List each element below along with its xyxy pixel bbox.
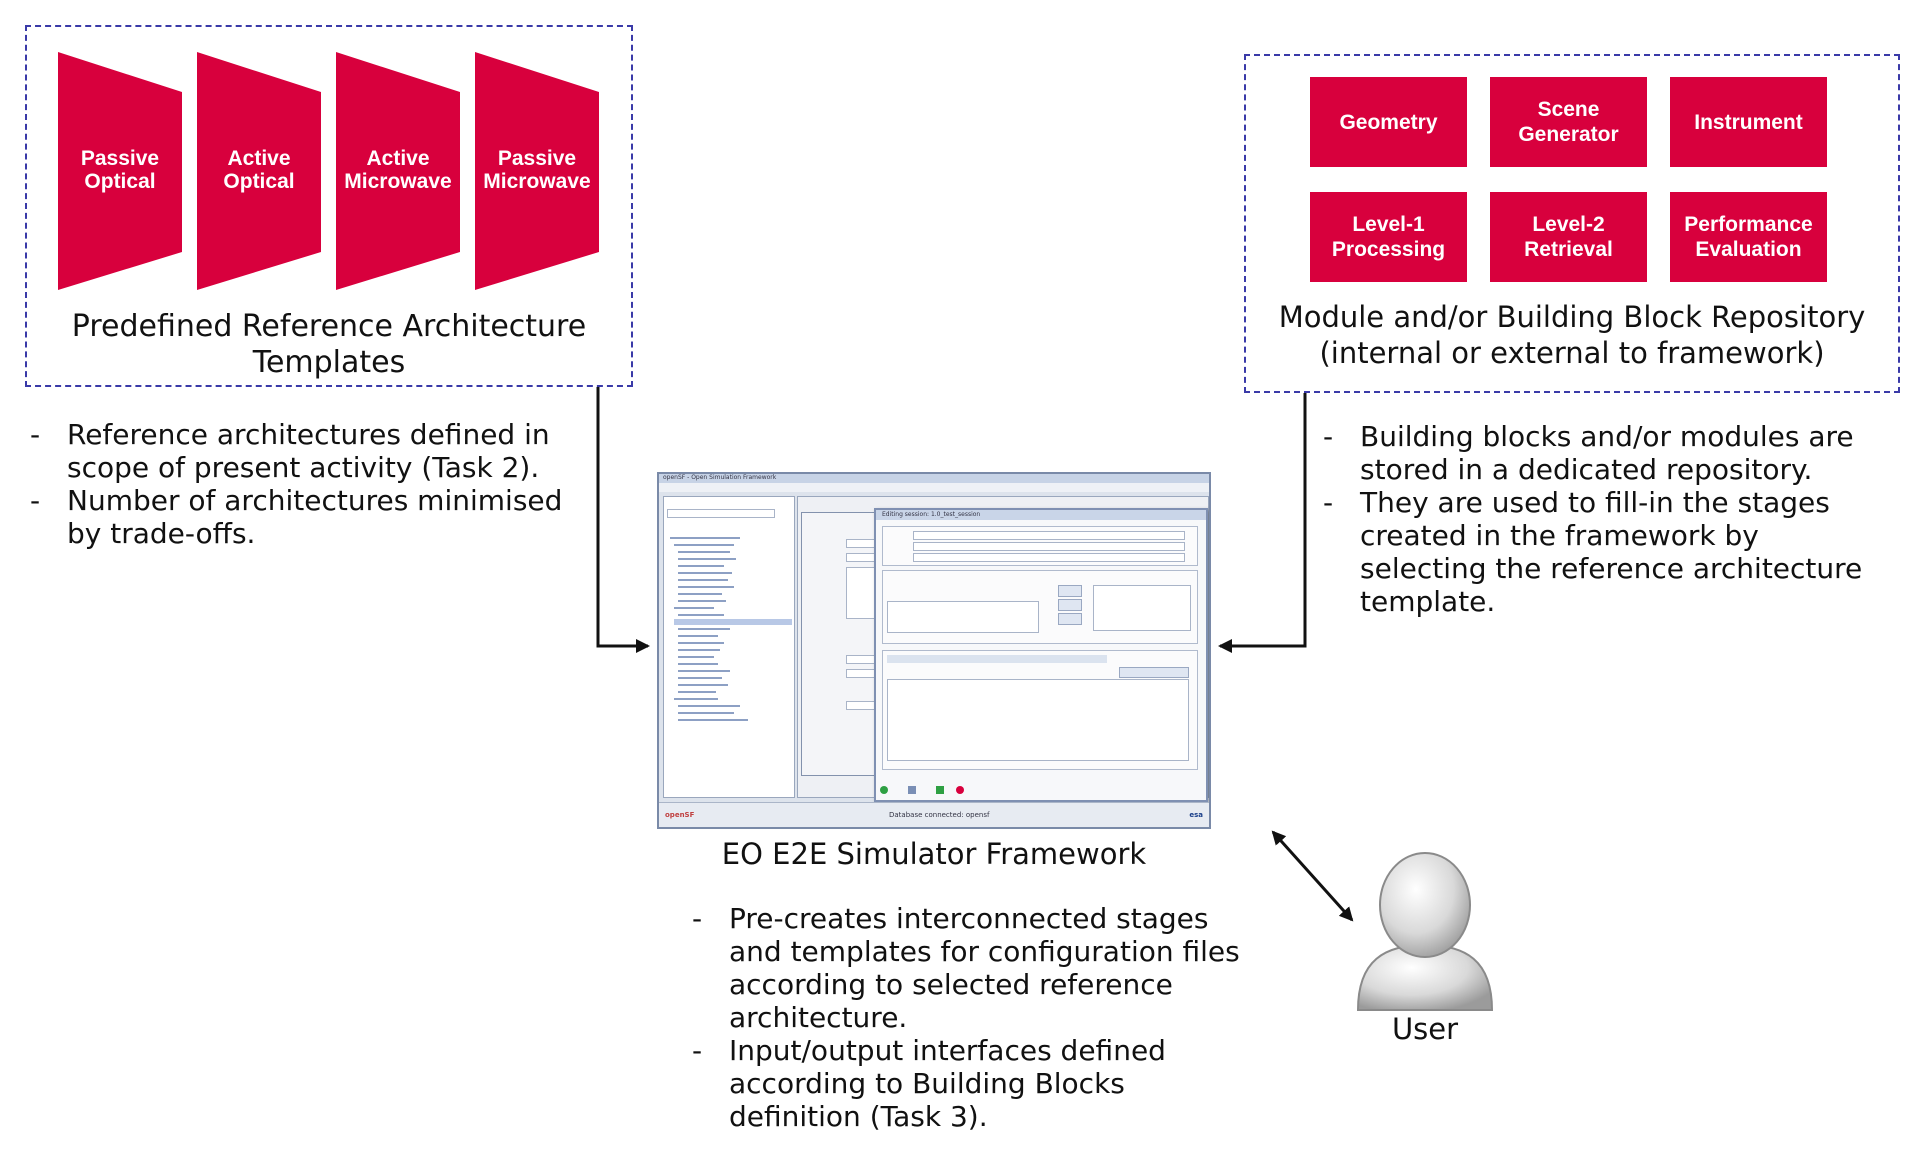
dialog-titlebar: Editing session: 1.0_test_session (876, 510, 1206, 520)
template-active-optical-shape (197, 52, 321, 290)
templates-bullets: Reference architectures defined inscope … (30, 418, 590, 550)
dialog-field (913, 542, 1185, 551)
template-passive-microwave-shape (475, 52, 599, 290)
dialog-group-parameters (882, 650, 1198, 770)
tree-line (674, 544, 734, 546)
repository-bullet-1: Building blocks and/or modules arestored… (1323, 420, 1903, 486)
screenshot-statusbar: openSF Database connected: opensf esa (659, 802, 1209, 827)
tree-line (674, 698, 718, 700)
screenshot-front-dialog: Editing session: 1.0_test_session (874, 508, 1208, 802)
dialog-field (1093, 585, 1191, 631)
tree-line (678, 586, 734, 588)
tree-line (678, 663, 718, 665)
dialog-field (913, 553, 1185, 562)
repository-bullets: Building blocks and/or modules arestored… (1323, 420, 1903, 618)
template-active-microwave-shape (336, 52, 460, 290)
templates-bullet-1: Reference architectures defined inscope … (30, 418, 590, 484)
tree-line (678, 600, 726, 602)
tree-line (678, 677, 722, 679)
module-geometry: Geometry (1310, 77, 1467, 167)
repository-group-box (1244, 54, 1900, 393)
tree-line (678, 551, 730, 553)
screenshot-dialog-title: Editing session: 1.0_test_session (882, 511, 981, 518)
cancel-icon (956, 786, 964, 794)
screenshot-search-field (667, 509, 775, 518)
framework-bullet-2: Input/output interfaces definedaccording… (692, 1034, 1272, 1133)
tree-line (678, 649, 720, 651)
tree-line (678, 705, 740, 707)
tree-line (674, 607, 714, 609)
repository-caption: Module and/or Building Block Repository … (1278, 300, 1866, 370)
dialog-footer-buttons (880, 784, 1000, 796)
screenshot-menubar (659, 483, 1209, 492)
module-instrument: Instrument (1670, 77, 1827, 167)
tree-line (678, 558, 736, 560)
tree-selected-row (674, 619, 792, 625)
dialog-field (887, 601, 1039, 633)
tree-line (678, 628, 730, 630)
tree-line (678, 712, 734, 714)
tree-line (678, 614, 724, 616)
dialog-btn (1119, 667, 1189, 678)
tree-line (678, 719, 748, 721)
framework-screenshot: openSF - Open Simulation Framework (657, 472, 1211, 829)
tree-line (678, 691, 716, 693)
user-label: User (1391, 1012, 1459, 1046)
save-icon (908, 786, 916, 794)
tree-line (678, 635, 718, 637)
screenshot-status-text: Database connected: opensf (889, 811, 990, 819)
accept-icon (880, 786, 888, 794)
dialog-field (887, 679, 1189, 761)
framework-caption: EO E2E Simulator Framework (721, 837, 1147, 871)
dialog-field (913, 531, 1185, 540)
tree-line (670, 537, 740, 539)
tree-line (678, 670, 730, 672)
screenshot-right-brand: esa (1189, 811, 1203, 819)
user-framework-double-arrow (1271, 830, 1354, 922)
tree-line (678, 572, 732, 574)
screenshot-tree-panel (663, 496, 795, 798)
tree-line (678, 642, 724, 644)
tree-line (678, 656, 714, 658)
dialog-btn (1058, 585, 1082, 597)
tree-line (678, 565, 724, 567)
tree-line (678, 579, 728, 581)
screenshot-window-title: openSF - Open Simulation Framework (663, 474, 777, 481)
templates-group-box (25, 25, 633, 387)
screenshot-left-brand: openSF (665, 811, 695, 819)
dialog-btn (1058, 613, 1082, 625)
templates-caption: Predefined Reference Architecture Templa… (71, 309, 587, 380)
run-icon (936, 786, 944, 794)
dialog-btn (1058, 599, 1082, 611)
user-icon (1356, 852, 1494, 1011)
tree-line (678, 593, 722, 595)
tree-line (678, 684, 728, 686)
repository-bullet-2: They are used to fill-in the stagescreat… (1323, 486, 1903, 618)
dialog-tabs (887, 655, 1107, 663)
template-passive-optical-shape (58, 52, 182, 290)
dialog-group-identity (882, 526, 1198, 566)
dialog-group-stages (882, 570, 1198, 644)
templates-to-framework-arrow (596, 387, 650, 653)
repository-to-framework-arrow (1218, 393, 1307, 653)
